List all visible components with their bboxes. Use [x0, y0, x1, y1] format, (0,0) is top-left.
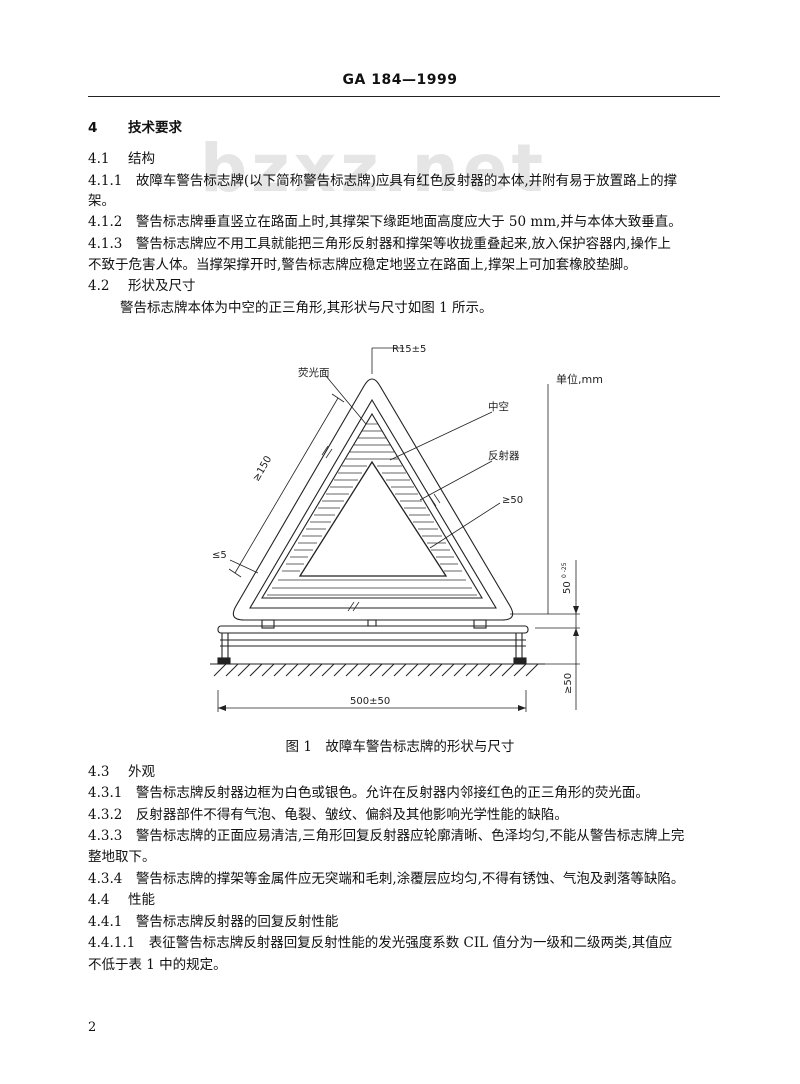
label-base-width: 500±50: [350, 696, 390, 707]
hollow-triangle: [298, 460, 448, 577]
label-width-ge50: ≥50: [502, 495, 523, 506]
watermark: bzxz.net: [200, 130, 548, 207]
clause-4-3-3: 4.3.3 警告标志牌的正面应易清洁,三角形回复反射器应轮廓清晰、色泽均匀,不能…: [88, 828, 685, 844]
header-rule: [88, 96, 720, 97]
clause-4-3-4: 4.3.4 警告标志牌的撑架等金属件应无突端和毛刺,涂覆层应均匀,不得有锈蚀、气…: [88, 871, 685, 887]
frame-inner-outline: [249, 398, 497, 609]
label-fluorescent: 荧光面: [298, 366, 330, 379]
figure-1-caption: 图 1 故障车警告标志牌的形状与尺寸: [285, 739, 515, 755]
label-radius: R15±5: [392, 344, 426, 355]
clause-4-1-3-cont: 不致于危害人体。当撑架撑开时,警告标志牌应稳定地竖立在路面上,撑架上可加套橡胶垫…: [88, 257, 637, 273]
clause-4-4-1-1: 4.4.1.1 表征警告标志牌反射器回复反射性能的发光强度系数 CIL 值分为一…: [88, 935, 673, 951]
clause-4-1-1-cont: 架。: [88, 193, 115, 209]
clause-4-3-1: 4.3.1 警告标志牌反射器边框为白色或银色。允许在反射器内邻接红色的正三角形的…: [88, 785, 649, 801]
clause-4-1-1: 4.1.1 故障车警告标志牌(以下简称警告标志牌)应具有红色反射器的本体,并附有…: [88, 173, 678, 189]
label-unit: 单位,mm: [556, 372, 603, 386]
clause-4-4-1-1-cont: 不低于表 1 中的规定。: [88, 957, 227, 973]
clause-4-1-3: 4.1.3 警告标志牌应不用工具就能把三角形反射器和撑架等收拢重叠起来,放入保护…: [88, 236, 671, 252]
standard-code: GA 184—1999: [342, 72, 458, 88]
clause-4-3-2: 4.3.2 反射器部件不得有气泡、龟裂、皱纹、偏斜及其他影响光学性能的缺陷。: [88, 807, 568, 823]
reflector-outer: [261, 412, 483, 599]
clause-4-1-2: 4.1.2 警告标志牌垂直竖立在路面上时,其撑架下缘距地面高度应大于 50 mm…: [88, 214, 682, 230]
reflector-hatching: [267, 423, 477, 596]
section-4-2-text: 警告标志牌本体为中空的正三角形,其形状与尺寸如图 1 所示。: [120, 300, 493, 316]
outer-triangle: [232, 378, 514, 621]
page-number: 2: [88, 1020, 97, 1035]
label-height-tol: 0 -25: [561, 562, 568, 578]
label-edge-le5: ≤5: [212, 550, 227, 561]
label-ground-ge50: ≥50: [563, 673, 574, 694]
label-side-ge150: ≥150: [251, 454, 274, 483]
stand: [217, 619, 529, 665]
label-hollow: 中空: [488, 400, 509, 413]
label-reflector: 反射器: [488, 449, 520, 462]
label-height-50: 50: [562, 581, 573, 594]
clause-4-3-3-cont: 整地取下。: [88, 849, 156, 865]
ground: [210, 663, 545, 677]
clause-4-4-1: 4.4.1 警告标志牌反射器的回复反射性能: [88, 914, 339, 930]
